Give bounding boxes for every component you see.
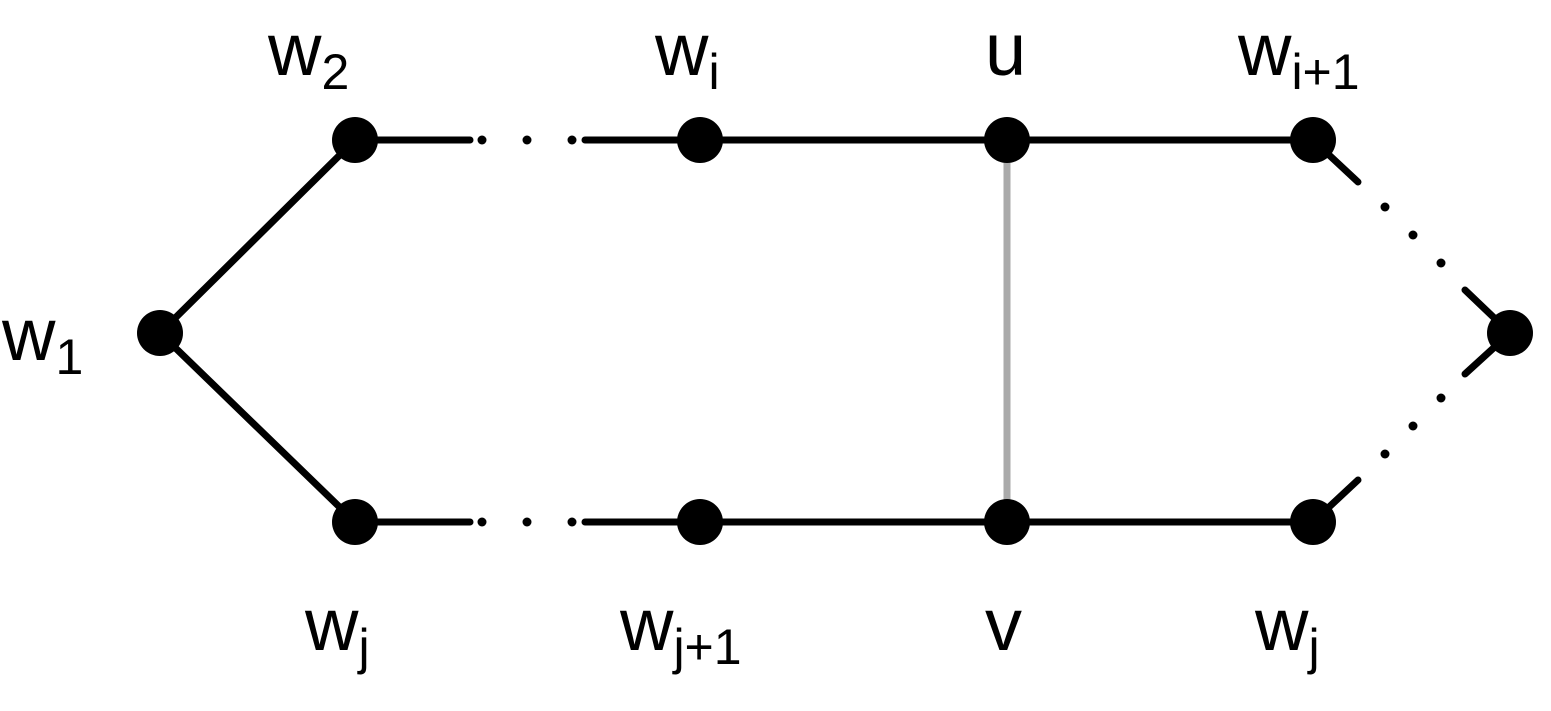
vertex-wj-right <box>1290 499 1336 545</box>
label-wj-right: wj <box>1254 583 1320 675</box>
vertex-labels: w1 w2 wi u wi+1 wj wj+1 v wj <box>1 8 1360 675</box>
label-wj-left: wj <box>304 583 370 675</box>
ellipsis-dot <box>567 135 577 145</box>
ellipsis-dot <box>1436 258 1446 268</box>
label-wj1: wj+1 <box>619 583 742 675</box>
vertex-right <box>1487 310 1533 356</box>
vertex-v <box>984 499 1030 545</box>
label-wi: wi <box>654 8 720 100</box>
ellipsis-dot <box>477 517 487 527</box>
vertex-wj-left <box>332 499 378 545</box>
label-v: v <box>985 583 1022 666</box>
ellipsis-dot <box>1380 202 1390 212</box>
ellipsis-dot <box>477 135 487 145</box>
label-w2: w2 <box>267 8 349 100</box>
vertex-u <box>984 117 1030 163</box>
label-w1: w1 <box>1 293 83 385</box>
ellipsis-dots <box>477 135 1446 527</box>
vertex-w2 <box>332 117 378 163</box>
ellipsis-dot <box>522 135 532 145</box>
ellipsis-dot <box>1380 449 1390 459</box>
label-wi1: wi+1 <box>1237 8 1360 100</box>
edge-w1-w2 <box>156 136 359 337</box>
ellipsis-dot <box>522 517 532 527</box>
vertex-wi1 <box>1290 117 1336 163</box>
ellipsis-dot <box>1408 421 1418 431</box>
vertex-wj1 <box>677 499 723 545</box>
edges <box>156 136 1514 526</box>
edge-w1-wj <box>156 329 359 526</box>
ellipsis-dot <box>1436 393 1446 403</box>
vertex-wi <box>677 117 723 163</box>
ellipsis-dot <box>1408 230 1418 240</box>
label-u: u <box>985 8 1026 91</box>
ellipsis-dot <box>567 517 577 527</box>
vertex-w1 <box>137 310 183 356</box>
vertices <box>137 117 1533 545</box>
